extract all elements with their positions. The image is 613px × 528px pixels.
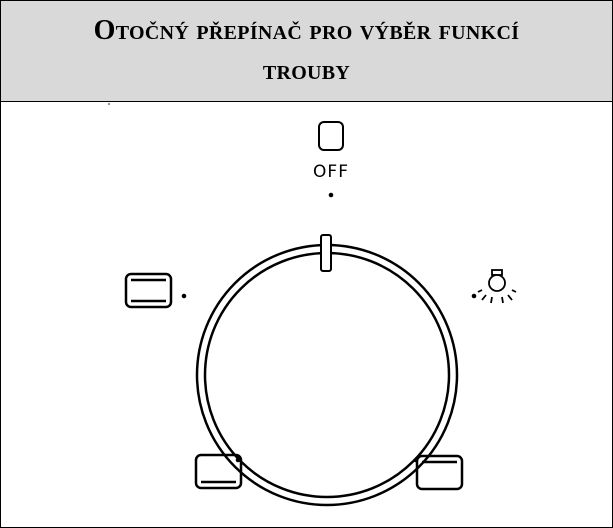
off-square-icon [318, 121, 344, 151]
oven-bottom-heat-icon [194, 453, 243, 490]
light-position-dot [471, 293, 477, 299]
bottom-left-position-dot [235, 457, 241, 463]
page-title: Otočný přepínač pro výběr funkcí trouby [93, 15, 520, 86]
oven-dial-diagram: OFF [108, 103, 517, 507]
oven-top-bottom-heat-icon [124, 272, 173, 309]
off-label: OFF [313, 162, 349, 182]
header-bar: Otočný přepínač pro výběr funkcí trouby [1, 1, 612, 102]
dial-pointer-indicator [320, 234, 332, 272]
light-bulb-icon [477, 269, 517, 304]
stray-mark [108, 103, 110, 105]
dial-knob [195, 234, 459, 507]
left-position-dot [181, 293, 187, 299]
oven-top-heat-icon [415, 454, 464, 491]
off-position-dot [328, 192, 334, 198]
